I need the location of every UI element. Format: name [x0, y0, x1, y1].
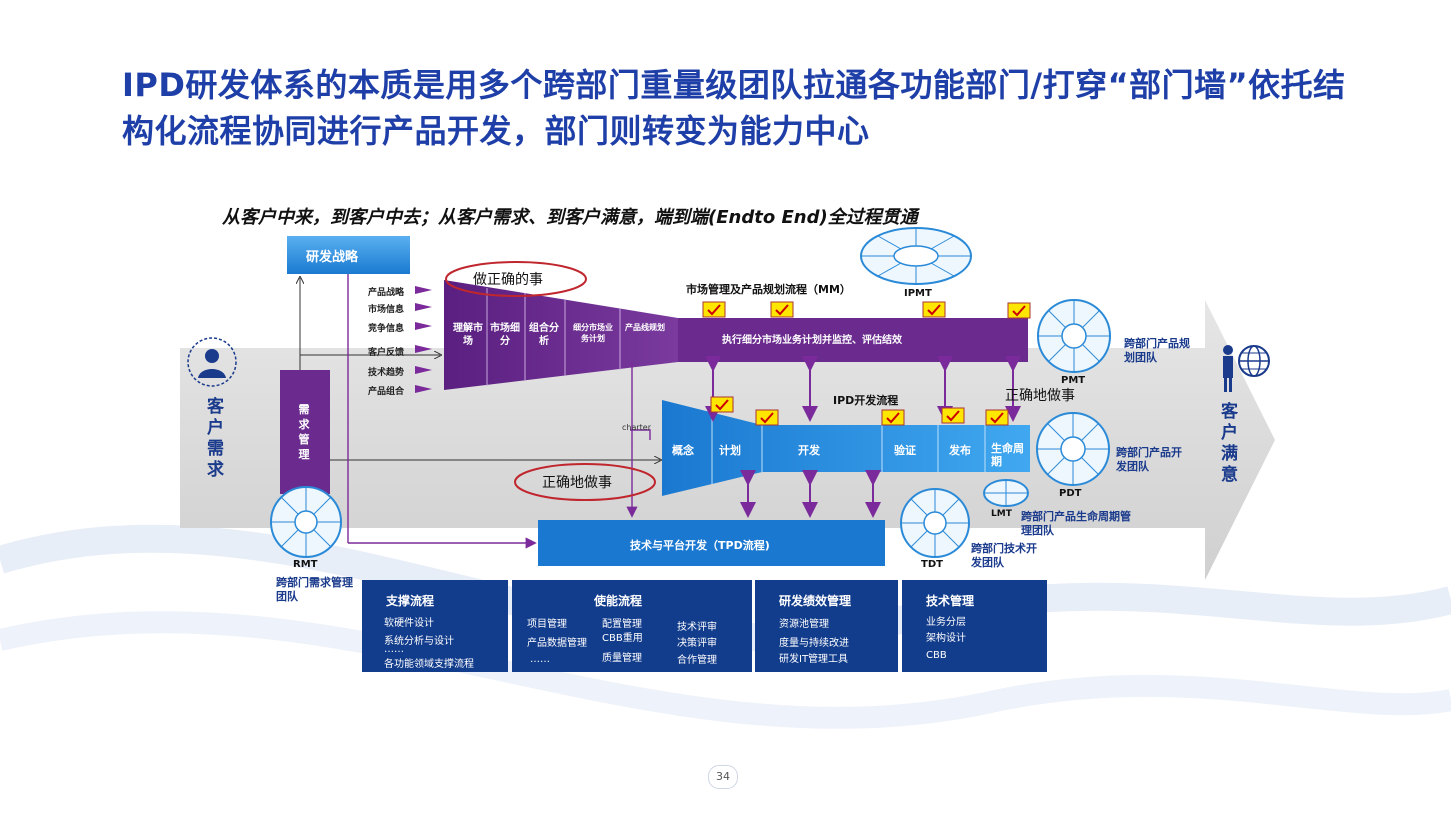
support-item: …… [384, 644, 404, 655]
perf-item: 研发IT管理工具 [779, 654, 849, 665]
ipd-step: 开发 [798, 444, 820, 457]
page-subtitle: 从客户中来，到客户中去；从客户需求、到客户满意，端到端(Endto End)全过… [222, 207, 918, 228]
enable-item: 合作管理 [677, 655, 717, 666]
do-right-thing-label: 做正确的事 [473, 272, 543, 288]
enable-item: CBB重用 [602, 633, 643, 644]
mm-step: 细分市场业务计划 [573, 323, 613, 343]
input-label: 竞争信息 [368, 324, 405, 334]
enable-box [512, 580, 752, 672]
ipd-step: 计划 [719, 444, 741, 457]
input-arrows [415, 286, 432, 393]
mm-step: 组合分析 [529, 323, 559, 347]
rmt-label: RMT [293, 559, 318, 570]
do-things-right-label-ipd: 正确地做事 [1005, 388, 1075, 404]
charter-label: charter [622, 423, 652, 432]
perf-box [755, 580, 898, 672]
person-globe-icon [1223, 345, 1270, 392]
rmt-wheel [270, 486, 342, 558]
do-right-thing-ellipse [445, 261, 587, 297]
tech-box-head: 技术管理 [926, 594, 975, 608]
ipmt-wheel [860, 227, 972, 285]
mm-step: 市场细分 [490, 323, 520, 347]
support-item: 系统分析与设计 [384, 636, 454, 647]
ipmt-label: IPMT [904, 288, 932, 299]
support-box [362, 580, 508, 672]
page-number: 34 [708, 765, 738, 789]
checkpoints [702, 301, 1031, 426]
ipd-step: 生命周期 [991, 442, 1024, 468]
enable-item: …… [530, 654, 550, 665]
mm-exec-bar [678, 318, 1028, 362]
pdt-wheel [1036, 412, 1110, 486]
do-things-right-ellipse [514, 463, 656, 501]
page-title: IPD研发体系的本质是用多个跨部门重量级团队拉通各功能部门/打穿“部门墙”依托结… [122, 66, 1346, 150]
mm-step: 产品线规划 [625, 323, 665, 332]
pmt-label: PMT [1061, 375, 1086, 386]
mm-title: 市场管理及产品规划流程（MM） [686, 283, 851, 296]
input-label: 产品战略 [368, 288, 405, 298]
input-label: 客户反馈 [368, 348, 405, 358]
ipd-step: 验证 [894, 444, 916, 457]
customer-need-label: 客户需求 [203, 397, 223, 481]
input-label: 市场信息 [368, 305, 405, 315]
support-item: 各功能领域支撑流程 [384, 659, 474, 670]
enable-box-head: 使能流程 [594, 594, 643, 608]
demand-mgmt-box [280, 370, 330, 494]
rd-strategy-label: 研发战略 [305, 250, 358, 265]
rd-strategy-box [287, 236, 410, 274]
pmt-wheel [1037, 299, 1111, 373]
tech-box [902, 580, 1047, 672]
background-wave [0, 611, 1451, 729]
tdt-label: TDT [921, 559, 943, 570]
enable-item: 决策评审 [677, 638, 717, 649]
tdt-desc: 跨部门技术开发团队 [971, 542, 1037, 569]
enable-item: 质量管理 [602, 653, 642, 664]
pmt-desc: 跨部门产品规划团队 [1124, 337, 1190, 364]
mm-exec-label: 执行细分市场业务计划并监控、评估结效 [722, 335, 902, 346]
tpd-bar [538, 520, 885, 566]
tpd-label: 技术与平台开发（TPD流程) [630, 539, 770, 552]
ipd-title: IPD开发流程 [833, 394, 899, 407]
tech-item: CBB [926, 650, 947, 661]
lmt-desc: 跨部门产品生命周期管理团队 [1021, 510, 1131, 537]
ipd-step: 概念 [672, 444, 694, 457]
ipd-step: 发布 [949, 444, 971, 457]
lmt-label: LMT [991, 509, 1012, 519]
lmt-wheel [983, 479, 1029, 507]
customer-icon [187, 337, 237, 387]
do-things-right-label: 正确地做事 [542, 475, 612, 491]
demand-mgmt-label: 需求管理 [298, 403, 310, 461]
enable-item: 产品数据管理 [527, 638, 587, 649]
tech-item: 业务分层 [926, 617, 966, 628]
tdt-wheel [900, 488, 970, 558]
perf-item: 资源池管理 [779, 619, 829, 630]
perf-item: 度量与持续改进 [779, 638, 849, 649]
customer-satisfied-label: 客户满意 [1217, 402, 1237, 486]
tech-item: 架构设计 [926, 633, 966, 644]
mm-step: 理解市场 [453, 323, 483, 347]
support-box-head: 支撑流程 [386, 594, 435, 608]
enable-item: 项目管理 [527, 619, 567, 630]
pdt-label: PDT [1059, 488, 1082, 499]
support-item: 软硬件设计 [384, 618, 434, 629]
pdt-desc: 跨部门产品开发团队 [1116, 446, 1182, 473]
input-label: 技术趋势 [368, 368, 405, 378]
rmt-desc: 跨部门需求管理团队 [276, 576, 353, 603]
perf-box-head: 研发绩效管理 [779, 594, 852, 608]
enable-item: 配置管理 [602, 619, 642, 630]
enable-item: 技术评审 [677, 622, 717, 633]
input-label: 产品组合 [368, 387, 405, 397]
